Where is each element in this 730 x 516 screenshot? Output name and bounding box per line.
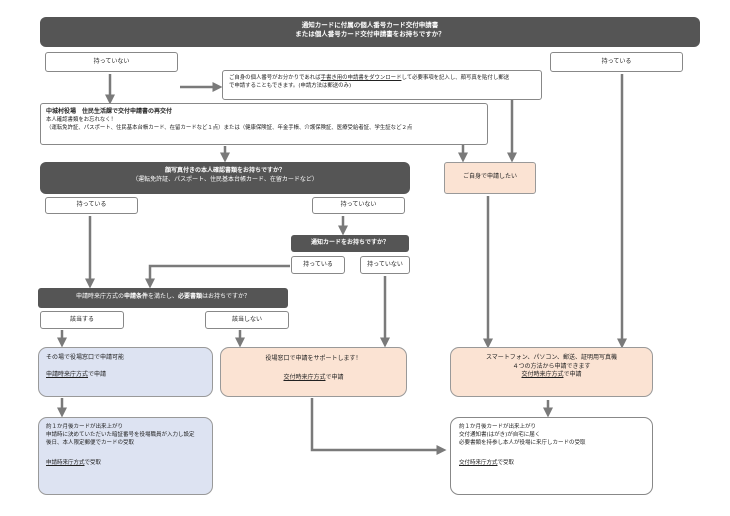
result-left-box: 約１か月後カードが出来上がり 申請時に決めていただいた暗証番号を役場職員が入力し… xyxy=(38,417,213,495)
photo-yes-option[interactable]: 持っている xyxy=(45,197,138,214)
smartphone-post: で申請 xyxy=(563,371,582,379)
result-right-line2: 交付通知書(はがき)が自宅に届く xyxy=(459,431,541,438)
reissue-line2: （運転免許証、パスポート、住民基本台帳カード、在留カードなど１点）または（健康保… xyxy=(46,124,413,131)
result-left-line1: 約１か月後カードが出来上がり xyxy=(46,424,124,430)
arrow-office-to-result xyxy=(310,398,447,455)
result-right-line1: 約１か月後カードが出来上がり xyxy=(459,424,537,430)
result-right-box: 約１か月後カードが出来上がり 交付通知書(はがき)が自宅に届く 必要書類を持参し… xyxy=(450,417,653,495)
notif-yes-option[interactable]: 持っている xyxy=(291,256,345,274)
self-apply-box[interactable]: ご自身で申請したい xyxy=(444,162,536,194)
conditions-bold2: 必要書類 xyxy=(178,293,203,300)
applies-option[interactable]: 該当する xyxy=(40,311,124,329)
top-no-option[interactable]: 持っていない xyxy=(45,52,178,72)
download-note: ご自身の個人番号がお分かりであれば手書き用の申請書をダウンロードして必要事項を記… xyxy=(222,70,542,100)
reissue-title: 中城村役場 住民生活課で交付申請書の再交付 xyxy=(46,108,173,115)
photo-id-question: 顔写真付きの本人確認書類をお持ちですか？ （運転免許証、パスポート、住民基本台帳… xyxy=(40,162,410,194)
top-question-line2: または個人番号カード交付申請書をお持ちですか？ xyxy=(295,30,445,39)
notif-no-option[interactable]: 持っていない xyxy=(360,256,410,274)
result-left-link[interactable]: 申請時来庁方式 xyxy=(46,459,85,466)
result-left-line3: 後日、本人限定郵便でカードの受取 xyxy=(46,439,135,446)
smartphone-line1: スマートフォン、パソコン、郵送、証明用写真機 xyxy=(485,354,618,361)
result-right-line3: 必要書類を持参し本人が役場に来庁しカードの受取 xyxy=(459,439,586,446)
office-support-link[interactable]: 交付時来庁方式 xyxy=(283,373,326,381)
arrow-notifyes-to-conditions xyxy=(145,264,290,289)
counter-apply-box: その場で役場窓口で申請可能 申請時来庁方式で申請 xyxy=(38,347,213,397)
download-note-post: して必要事項を記入し、顔写真を貼付し郵送 xyxy=(401,75,510,81)
conditions-pre: 申請時来庁方式の xyxy=(75,293,124,300)
reissue-box: 中城村役場 住民生活課で交付申請書の再交付 本人確認書類をお忘れなく！ （運転免… xyxy=(40,103,488,145)
top-yes-option[interactable]: 持っている xyxy=(550,52,683,72)
smartphone-box: スマートフォン、パソコン、郵送、証明用写真機 ４つの方法から申請できます 交付時… xyxy=(450,347,653,397)
smartphone-line2: ４つの方法から申請できます xyxy=(512,362,591,370)
office-support-line1: 役場窓口で申請をサポートします！ xyxy=(265,355,362,362)
result-right-post: で受取 xyxy=(497,459,515,466)
smartphone-link[interactable]: 交付時来庁方式 xyxy=(521,371,564,379)
conditions-question: 申請時来庁方式の申請条件を満たし、必要書類はお持ちですか？ xyxy=(38,288,288,308)
conditions-bold1: 申請条件 xyxy=(123,293,148,300)
conditions-post: はお持ちですか？ xyxy=(202,293,251,300)
top-question: 通知カードに付属の個人番号カード交付申請書 または個人番号カード交付申請書をお持… xyxy=(40,17,700,47)
download-note-pre: ご自身の個人番号がお分かりであれば xyxy=(229,75,321,81)
photo-no-option[interactable]: 持っていない xyxy=(312,197,405,214)
office-support-post: で申請 xyxy=(325,373,344,381)
not-applies-option[interactable]: 該当しない xyxy=(205,311,289,329)
conditions-mid: を満たし、 xyxy=(147,293,178,300)
top-question-line1: 通知カードに付属の個人番号カード交付申請書 xyxy=(301,21,439,29)
counter-apply-link[interactable]: 申請時来庁方式 xyxy=(46,370,89,378)
result-left-line2: 申請時に決めていただいた暗証番号を役場職員が入力し設定 xyxy=(46,431,195,438)
download-note-line2: で申請することもできます。(申請方法は郵送のみ) xyxy=(229,82,352,89)
photo-id-line1: 顔写真付きの本人確認書類をお持ちですか？ xyxy=(164,167,285,174)
notif-card-question: 通知カードをお持ちですか？ xyxy=(291,235,409,252)
result-right-link[interactable]: 交付時来庁方式 xyxy=(459,459,498,466)
reissue-line1: 本人確認書類をお忘れなく！ xyxy=(46,116,117,123)
download-form-link[interactable]: 手書き用の申請書をダウンロード xyxy=(320,75,402,81)
photo-id-line2: （運転免許証、パスポート、住民基本台帳カード、在留カードなど） xyxy=(132,175,318,183)
counter-apply-line1: その場で役場窓口で申請可能 xyxy=(46,354,125,361)
counter-apply-post: で申請 xyxy=(88,370,107,378)
office-support-box: 役場窓口で申請をサポートします！ 交付時来庁方式で申請 xyxy=(220,347,407,397)
result-left-post: で受取 xyxy=(84,459,102,466)
